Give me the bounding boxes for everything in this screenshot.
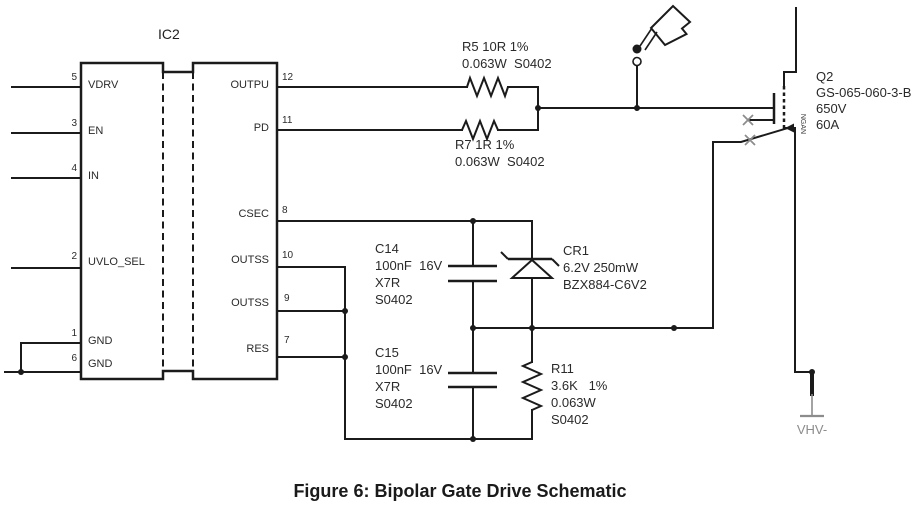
junction-dots: [18, 105, 815, 442]
r11-refdes: R11: [551, 361, 574, 376]
capacitor-c14-symbol: [448, 264, 497, 283]
r5-label-line1: R5 10R 1%: [462, 39, 529, 54]
pin-number-6: 6: [71, 353, 77, 364]
c15-refdes: C15: [375, 345, 399, 360]
pin-label-outss-9: OUTSS: [231, 297, 269, 309]
c14-label-value: 100nF 16V: [375, 258, 443, 273]
r11-label-value: 3.6K 1%: [551, 378, 608, 393]
cr1-refdes: CR1: [563, 243, 590, 258]
pin-number-4: 4: [71, 163, 77, 174]
pin-number-11: 11: [282, 115, 293, 126]
pin-number-12: 12: [282, 72, 294, 83]
ic2-body: [79, 61, 279, 381]
r5-label-line2: 0.063W S0402: [462, 56, 552, 71]
test-point-icon: [632, 4, 692, 67]
cr1-label-rating: 6.2V 250mW: [563, 260, 639, 275]
pin-label-res: RES: [246, 343, 269, 355]
r7-label-line1: R7 1R 1%: [455, 137, 515, 152]
figure-caption: Figure 6: Bipolar Gate Drive Schematic: [293, 481, 627, 501]
pin-number-10: 10: [282, 250, 294, 261]
pin-label-csec: CSEC: [238, 208, 269, 220]
q2-label-voltage: 650V: [816, 101, 847, 116]
c14-refdes: C14: [375, 241, 399, 256]
pin-label-gnd-1: GND: [88, 335, 113, 347]
r11-label-power: 0.063W: [551, 395, 596, 410]
pin-number-7: 7: [284, 335, 290, 346]
c14-label-dielectric: X7R: [375, 275, 401, 290]
pin-label-pd: PD: [253, 122, 269, 134]
vhv-minus-symbol: [800, 394, 824, 418]
mosfet-q2-symbol: NGAN: [747, 86, 806, 134]
pin-label-in: IN: [88, 170, 99, 182]
q2-refdes: Q2: [816, 69, 834, 84]
q2-label-part: GS-065-060-3-B: [816, 85, 912, 100]
pin-number-1: 1: [71, 328, 77, 339]
pin-label-uvlo-sel: UVLO_SEL: [88, 256, 145, 268]
zener-cr1-symbol: [500, 251, 560, 279]
pin-number-9: 9: [284, 293, 290, 304]
capacitor-c15-symbol: [448, 371, 497, 389]
c15-label-package: S0402: [375, 396, 413, 411]
mosfet-arrow: [785, 123, 794, 133]
c15-label-dielectric: X7R: [375, 379, 401, 394]
ic2-refdes: IC2: [158, 26, 180, 42]
cr1-label-part: BZX884-C6V2: [563, 277, 647, 292]
pin-label-outss-10: OUTSS: [231, 254, 269, 266]
vhv-minus-label: VHV-: [796, 422, 828, 437]
resistor-r5-symbol: [466, 75, 509, 99]
mosfet-channel-label: NGAN: [799, 114, 806, 134]
q2-label-current: 60A: [816, 117, 840, 132]
c15-label-value: 100nF 16V: [375, 362, 443, 377]
ic2-split-divider: [162, 72, 194, 371]
pin-number-8: 8: [282, 205, 288, 216]
x-mark-gate: [742, 114, 754, 126]
wires: [4, 7, 814, 440]
pin-number-3: 3: [71, 118, 77, 129]
pin-label-gnd-6: GND: [88, 358, 113, 370]
c14-label-package: S0402: [375, 292, 413, 307]
r11-label-package: S0402: [551, 412, 589, 427]
pin-label-outpu: OUTPU: [230, 79, 270, 91]
pin-label-en: EN: [88, 125, 104, 137]
no-connect-x-marks: [742, 114, 756, 146]
resistor-r7-symbol: [461, 118, 499, 142]
pin-number-2: 2: [71, 251, 77, 262]
x-mark-kelvin: [744, 134, 756, 146]
pin-number-5: 5: [71, 72, 77, 83]
r7-label-line2: 0.063W S0402: [455, 154, 545, 169]
resistor-r11-symbol: [520, 361, 544, 411]
pin-label-vdrv: VDRV: [88, 79, 119, 91]
